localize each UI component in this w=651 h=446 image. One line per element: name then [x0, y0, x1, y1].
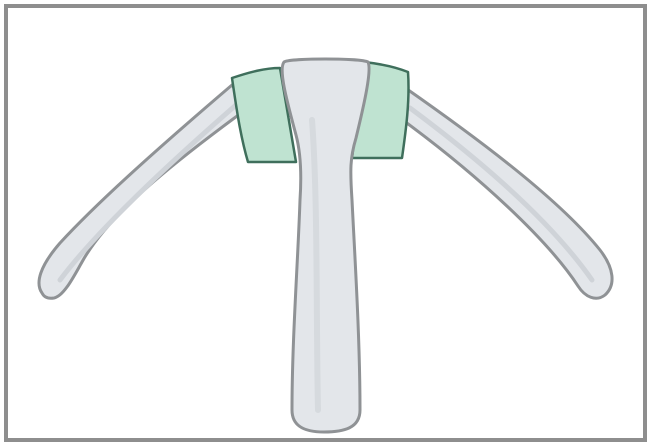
- illustration-frame: [0, 0, 651, 446]
- iud-illustration: [0, 0, 651, 446]
